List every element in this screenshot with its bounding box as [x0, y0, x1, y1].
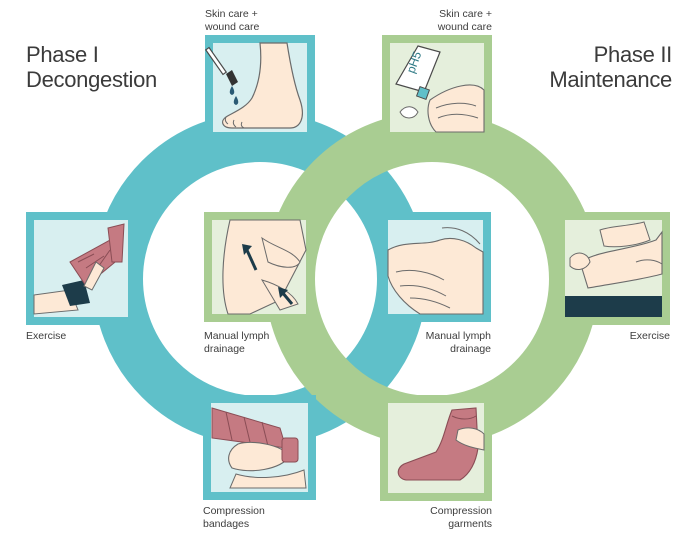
arm-lymph-drainage-icon — [222, 219, 307, 315]
phase1-title-line2: Decongestion — [26, 67, 157, 92]
label-line: Exercise — [26, 330, 67, 342]
phase2-title-line1: Phase II — [593, 42, 673, 67]
label-p2-skin-care: Skin care + wound care — [438, 8, 492, 33]
leg-raise-exercise-icon — [33, 223, 125, 315]
label-line: drainage — [204, 342, 245, 355]
phase2-title: Phase II Maintenance — [549, 42, 672, 92]
ph5-cream-tube-icon: pH5 — [395, 45, 485, 133]
label-line: Skin care + — [439, 8, 492, 20]
hands-massage-icon — [387, 227, 484, 315]
label-line: Skin care + — [205, 8, 258, 20]
p2-skin-care-panel: pH5 — [382, 35, 492, 140]
p1-exercise-panel — [26, 212, 136, 325]
label-line: Exercise — [629, 330, 670, 342]
label-line: bandages — [203, 517, 250, 530]
p2-mld-panel — [380, 212, 491, 322]
compression-sock-icon — [397, 407, 485, 481]
label-p1-bandages: Compression bandages — [203, 505, 265, 530]
foot-brush-drops-icon — [204, 42, 303, 129]
label-line: Compression — [203, 505, 265, 517]
label-line: wound care — [205, 20, 260, 33]
label-line: wound care — [437, 20, 492, 33]
phase2-title-line2: Maintenance — [549, 67, 672, 92]
p2-exercise-panel — [557, 212, 670, 325]
p1-bandages-panel — [203, 395, 316, 500]
label-line: Compression — [430, 505, 492, 517]
label-line: garments — [448, 517, 492, 530]
label-p2-garments: Compression garments — [430, 505, 492, 530]
p1-mld-panel — [204, 212, 314, 322]
label-line: drainage — [450, 342, 491, 355]
phase1-title: Phase I Decongestion — [26, 42, 157, 92]
label-p1-mld: Manual lymph drainage — [204, 330, 269, 355]
label-p2-mld: Manual lymph drainage — [426, 330, 491, 355]
arm-bandaging-icon — [211, 407, 307, 489]
p2-garments-panel — [380, 395, 492, 501]
p1-skin-care-panel — [204, 35, 315, 140]
label-line: Manual lymph — [425, 330, 491, 342]
phase1-title-line1: Phase I — [26, 42, 99, 67]
label-p1-exercise: Exercise — [26, 330, 66, 343]
label-line: Manual lymph — [204, 330, 270, 342]
label-p2-exercise: Exercise — [630, 330, 670, 343]
leg-stretch-exercise-icon — [565, 221, 663, 317]
label-p1-skin-care: Skin care + wound care — [205, 8, 259, 33]
